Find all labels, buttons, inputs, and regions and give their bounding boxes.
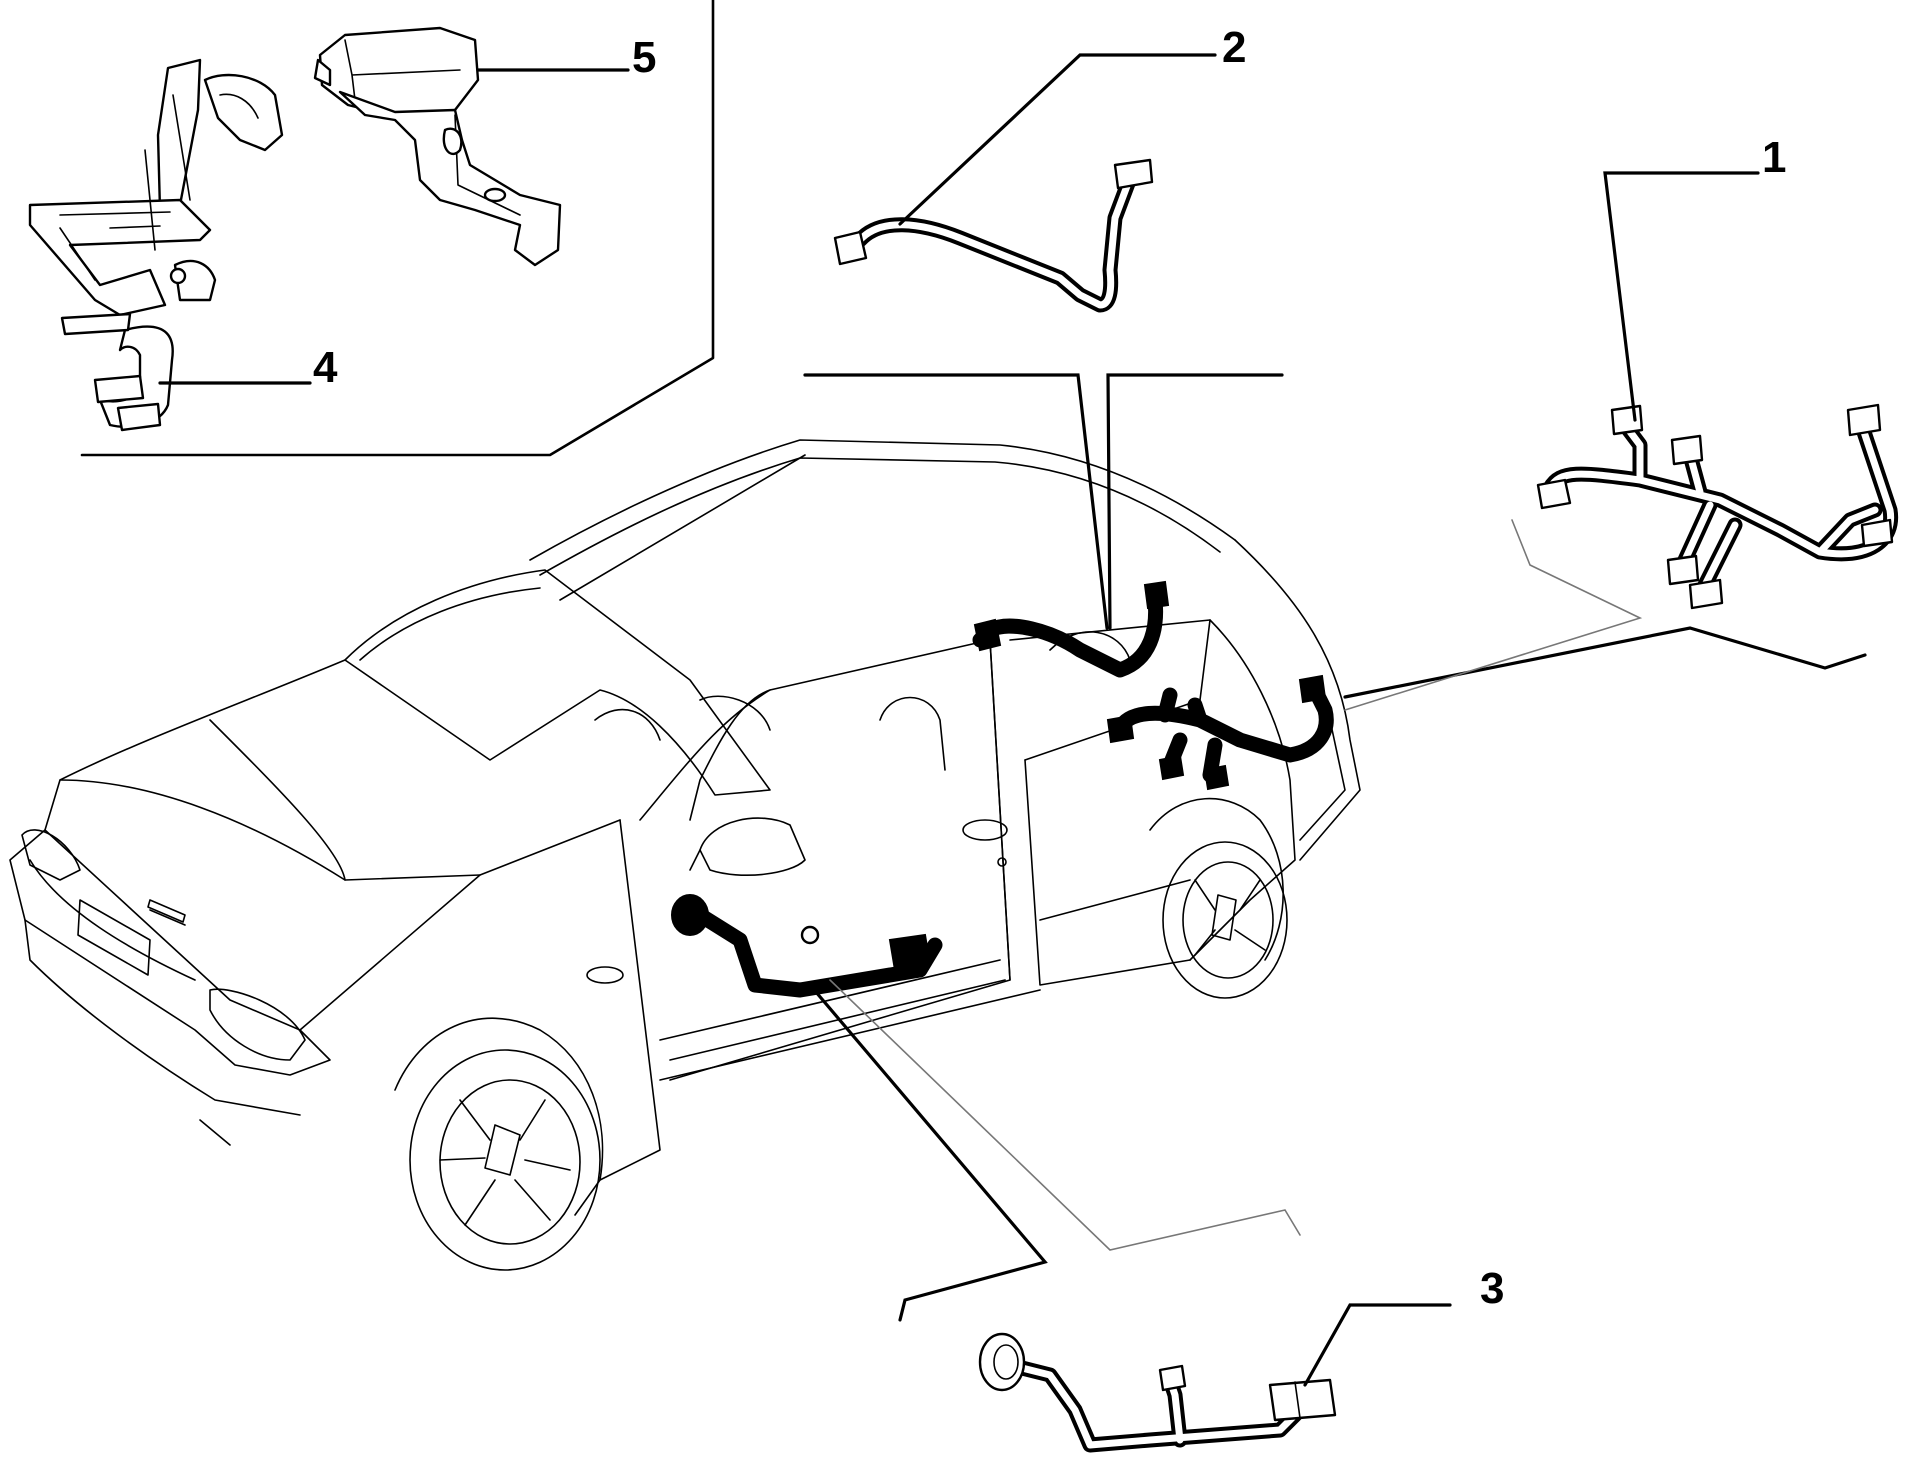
part-2-harness (833, 158, 1154, 313)
leader-line-2 (898, 53, 1217, 226)
leader-line-1 (1603, 171, 1760, 422)
part-1-harness (1536, 403, 1899, 610)
callout-5: 5 (632, 33, 656, 82)
callout-4: 4 (313, 343, 338, 392)
assembly-leaders (803, 373, 1867, 1322)
part-5-bracket-sensor (313, 26, 562, 267)
inset-frame (80, 0, 715, 457)
part-4-bracket-clip (28, 58, 284, 432)
callout-2: 2 (1222, 23, 1246, 72)
car-body (9, 439, 1361, 1271)
pillar-harness (972, 580, 1170, 678)
part-3-harness (978, 1332, 1337, 1453)
leader-line-3 (1303, 1303, 1452, 1387)
callout-3: 3 (1480, 1264, 1504, 1313)
door-harness (671, 894, 943, 998)
rear-harness (1106, 674, 1334, 791)
callout-1: 1 (1762, 133, 1786, 182)
